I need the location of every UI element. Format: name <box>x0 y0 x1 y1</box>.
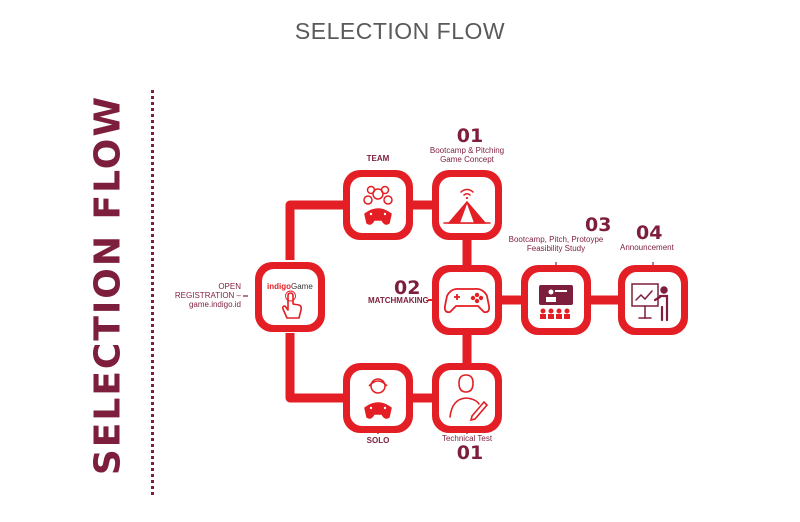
people-gamepad-icon <box>363 185 393 225</box>
tent-wifi-icon <box>443 188 491 224</box>
node-bootcamp-team <box>432 170 502 240</box>
matchmaking-label: MATCHMAKING <box>368 296 429 305</box>
node-solo <box>343 363 413 433</box>
bootcamp-pitch-label: Bootcamp, Pitch, Protoype Feasibility St… <box>508 235 604 253</box>
bootcamp-team-label: Bootcamp & Pitching Game Concept <box>429 146 505 164</box>
step-number-04: 04 <box>636 222 663 244</box>
presenter-board-icon <box>631 283 669 322</box>
person-gamepad-icon <box>364 378 392 419</box>
registration-label: OPEN REGISTRATION – game.indigo.id <box>174 282 241 309</box>
node-matchmaking <box>432 265 502 335</box>
step-number-01-top: 01 <box>456 125 484 147</box>
gamepad-icon <box>443 287 491 314</box>
node-technical-test <box>432 363 502 433</box>
technical-test-label: Technical Test <box>441 434 493 443</box>
presentation-audience-icon <box>539 285 573 319</box>
node-registration <box>255 262 325 332</box>
step-number-01-bottom: 01 <box>456 442 484 464</box>
page-title: SELECTION FLOW <box>294 18 506 44</box>
step-number-02: 02 <box>394 277 421 299</box>
announcement-label: Announcement <box>620 243 674 252</box>
indigogame-logo: indigoGame <box>267 282 313 291</box>
hand-pointer-icon <box>281 290 303 319</box>
team-label: TEAM <box>366 154 390 163</box>
solo-label: SOLO <box>366 436 390 445</box>
step-number-03: 03 <box>585 214 612 236</box>
node-team <box>343 170 413 240</box>
node-bootcamp-pitch <box>521 265 591 335</box>
person-pencil-icon <box>449 374 489 422</box>
dotted-divider <box>151 90 154 495</box>
node-announcement <box>618 265 688 335</box>
